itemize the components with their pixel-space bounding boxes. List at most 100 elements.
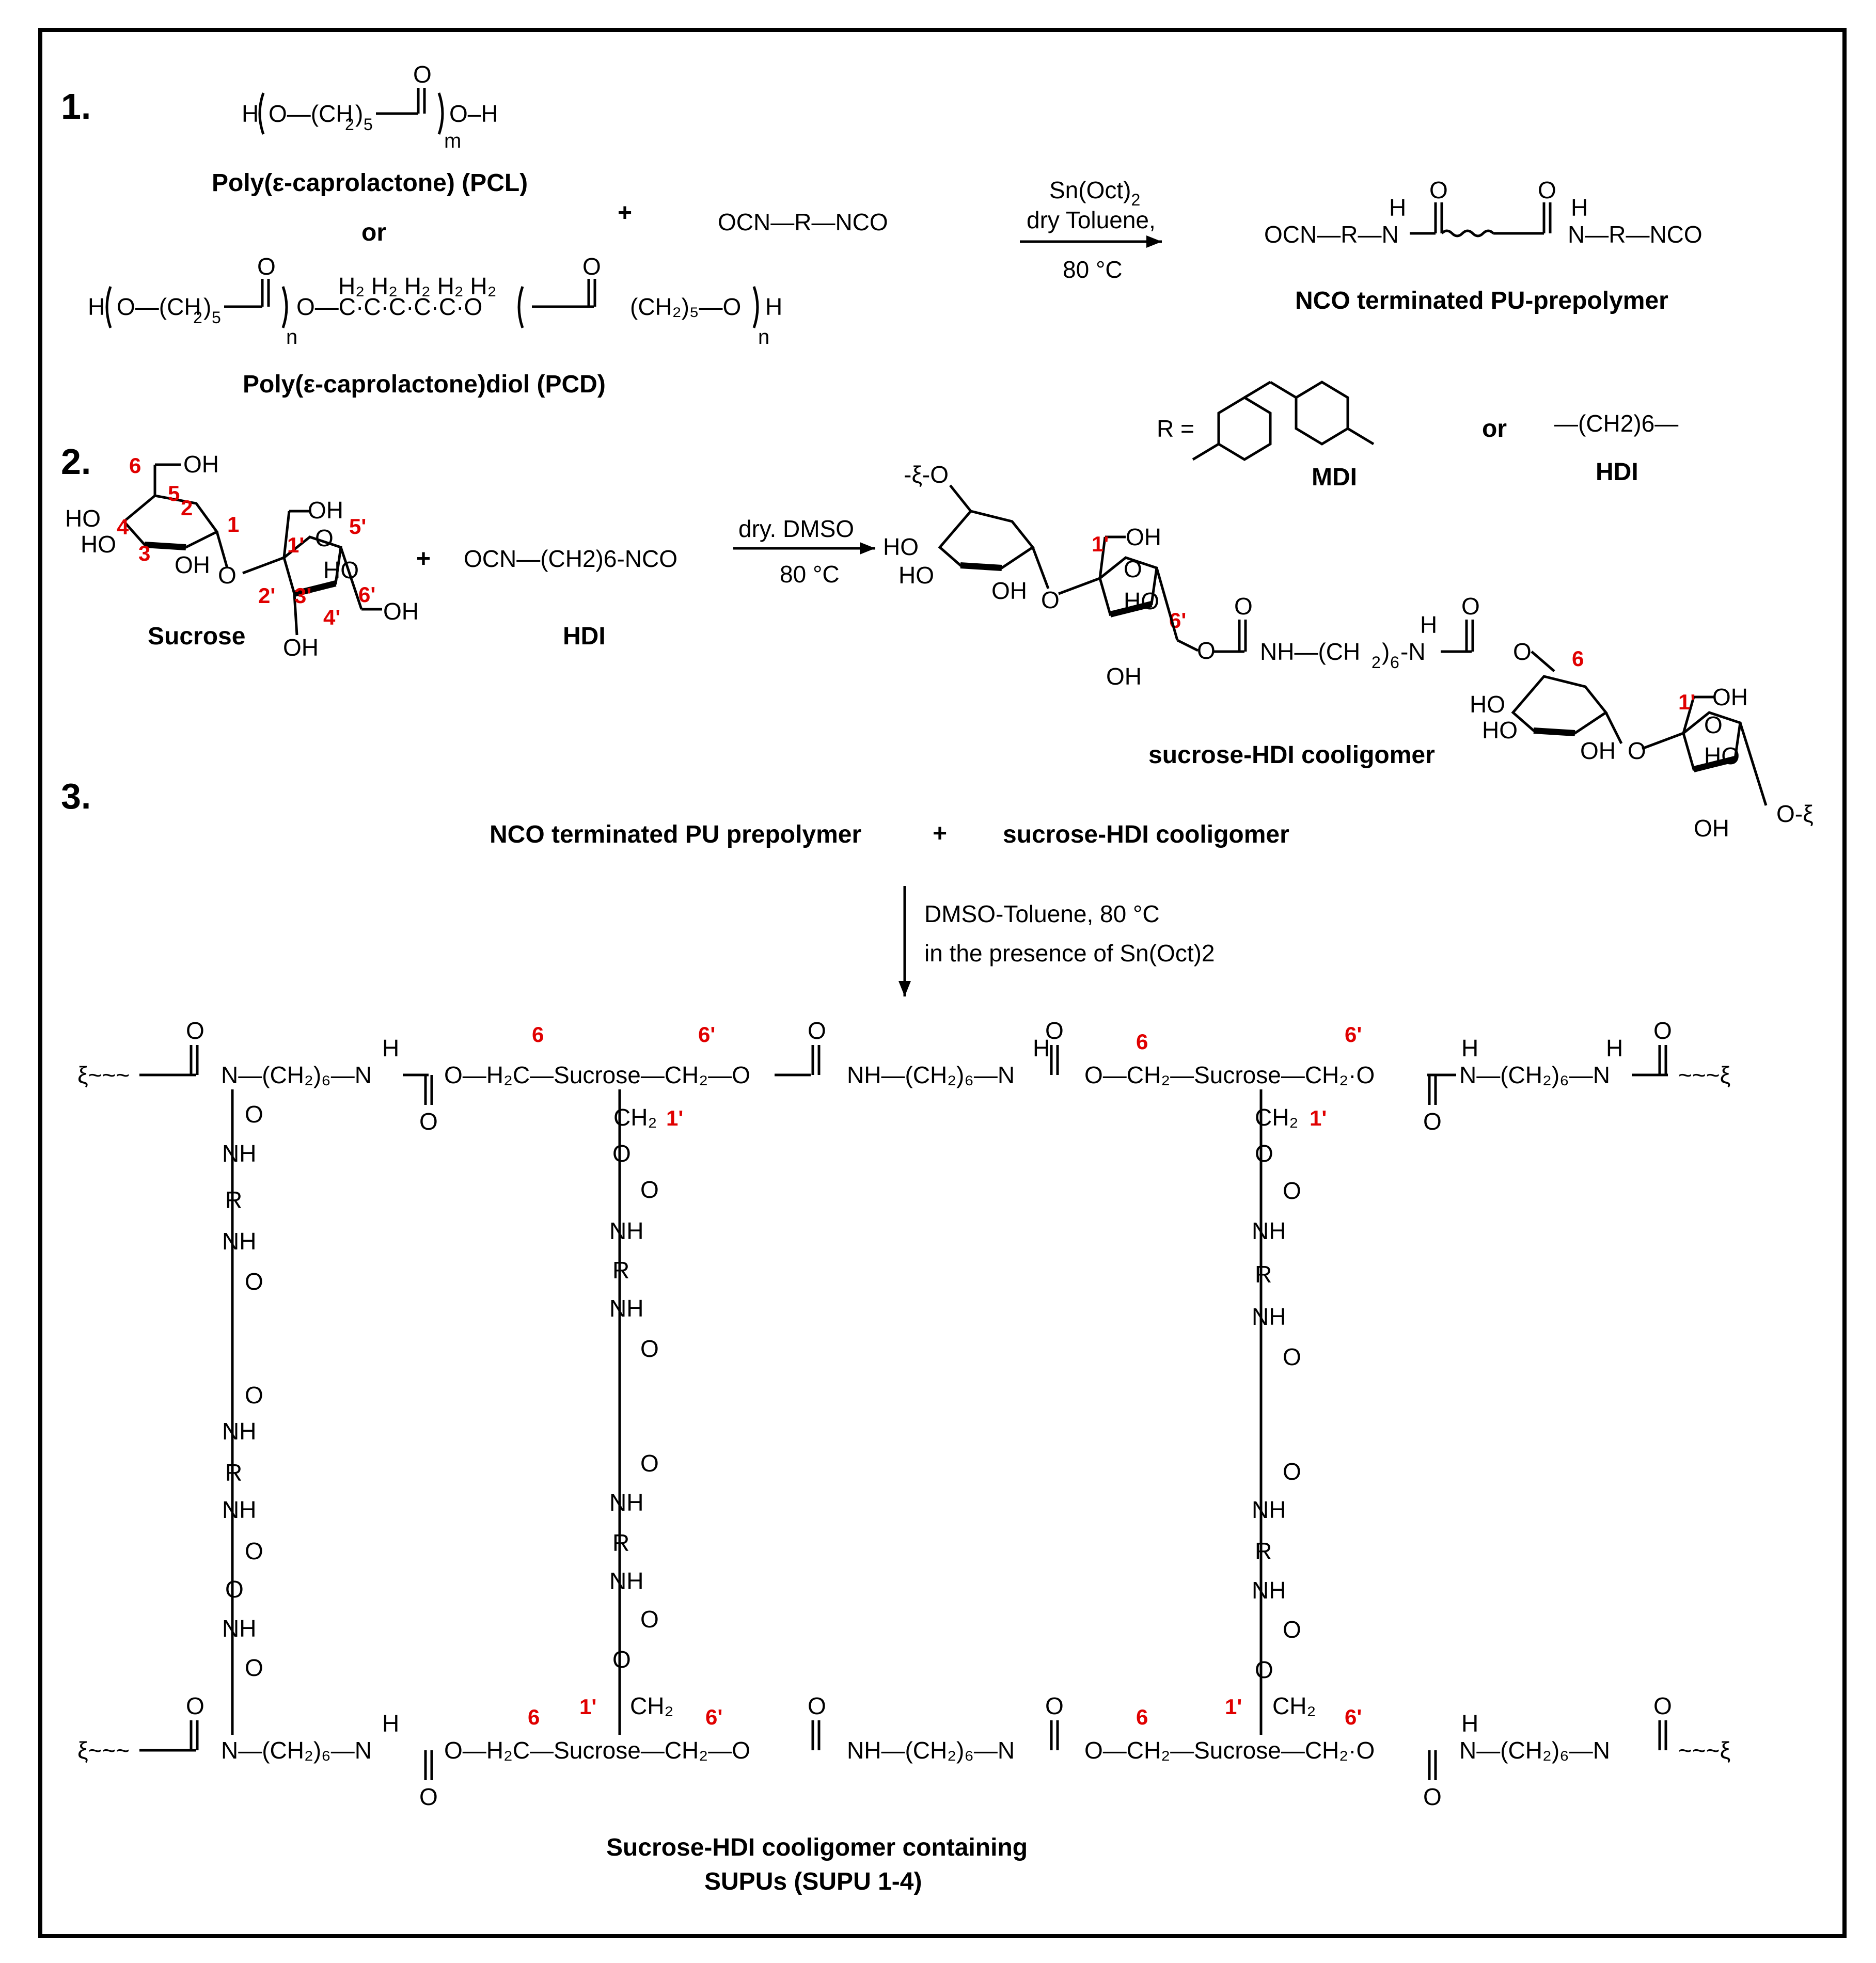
svg-text:O: O <box>1283 1343 1301 1370</box>
svg-text:2: 2 <box>181 496 193 520</box>
svg-text:HO: HO <box>898 562 934 589</box>
svg-text:6: 6 <box>1390 653 1399 672</box>
step-1-solvent: dry Toluene, <box>1027 207 1156 233</box>
svg-text:O—CH₂—Sucrose—CH₂·O: O—CH₂—Sucrose—CH₂·O <box>1084 1062 1375 1088</box>
svg-text:OH: OH <box>991 577 1027 604</box>
svg-text:NH—(CH₂)₆—N: NH—(CH₂)₆—N <box>847 1062 1015 1088</box>
svg-text:O: O <box>640 1335 659 1362</box>
svg-text:H: H <box>1033 1035 1050 1062</box>
svg-text:OH: OH <box>1694 815 1729 842</box>
svg-text:NH: NH <box>609 1568 643 1594</box>
svg-text:HO: HO <box>1124 588 1159 614</box>
svg-text:1': 1' <box>287 533 304 557</box>
svg-text:1': 1' <box>1092 532 1109 556</box>
svg-text:O: O <box>245 1382 263 1408</box>
svg-text:N—R—NCO: N—R—NCO <box>1568 221 1702 248</box>
svg-text:O: O <box>1423 1108 1442 1135</box>
svg-text:HO: HO <box>883 533 919 560</box>
svg-text:NH: NH <box>1252 1303 1286 1330</box>
step-2-arrow <box>733 542 875 555</box>
svg-text:NH—(CH₂)₆—N: NH—(CH₂)₆—N <box>847 1737 1015 1764</box>
mdi-label: MDI <box>1312 464 1357 491</box>
step-1-arrow <box>1020 235 1162 248</box>
svg-text:O: O <box>1423 1783 1442 1810</box>
svg-text:O—(CH: O—(CH <box>269 100 353 127</box>
step-3-conditions-2: in the presence of Sn(Oct)2 <box>924 940 1215 967</box>
svg-text:O: O <box>257 253 276 280</box>
svg-text:1': 1' <box>1678 690 1695 714</box>
step-2-temperature: 80 °C <box>780 561 840 588</box>
svg-text:HO: HO <box>323 557 359 583</box>
svg-text:NH: NH <box>222 1615 256 1642</box>
cooligomer-structure: -ξ-O HO HO OH O OH 1' O HO 6' OH O O NH—… <box>883 461 1814 842</box>
svg-text:n: n <box>758 326 769 349</box>
pcd-name: Poly(ε-caprolactone)diol (PCD) <box>243 371 606 398</box>
svg-text:R: R <box>225 1459 242 1486</box>
svg-text:H: H <box>1571 194 1588 221</box>
svg-text:H: H <box>765 293 782 320</box>
svg-text:NH: NH <box>222 1496 256 1523</box>
hdi-label: HDI <box>563 623 606 650</box>
or-label: or <box>361 219 386 246</box>
or-label-2: or <box>1482 415 1507 442</box>
svg-text:6: 6 <box>129 453 141 478</box>
svg-text:6': 6' <box>358 582 375 607</box>
svg-text:4: 4 <box>117 515 129 539</box>
svg-text:O: O <box>808 1692 826 1719</box>
svg-text:O: O <box>245 1268 263 1295</box>
svg-text:N—(CH₂)₆—N: N—(CH₂)₆—N <box>1459 1062 1610 1088</box>
svg-text:6: 6 <box>528 1705 540 1729</box>
svg-text:O: O <box>1704 711 1723 738</box>
pcl-name: Poly(ε-caprolactone) (PCL) <box>212 169 528 197</box>
step-3-reactant-1: NCO terminated PU prepolymer <box>490 821 861 848</box>
svg-text:m: m <box>444 130 461 152</box>
svg-text:N—(CH₂)₆—N: N—(CH₂)₆—N <box>1459 1737 1610 1764</box>
svg-text:O: O <box>245 1654 263 1681</box>
svg-text:1': 1' <box>666 1106 683 1130</box>
figure-frame <box>38 28 1847 1938</box>
sucrose-structure: OH HO HO OH O OH O HO OH OH 6 5 4 3 2 1 … <box>65 451 419 661</box>
svg-text:NH: NH <box>222 1418 256 1445</box>
svg-text:5: 5 <box>168 481 180 505</box>
svg-text:HO: HO <box>1482 717 1518 743</box>
svg-text:(CH₂)₅—O: (CH₂)₅—O <box>630 293 741 320</box>
svg-text:O—H₂C—Sucrose—CH₂—O: O—H₂C—Sucrose—CH₂—O <box>444 1737 750 1764</box>
svg-text:R: R <box>1255 1538 1272 1564</box>
svg-text:NH: NH <box>609 1217 643 1244</box>
svg-text:O: O <box>640 1450 659 1477</box>
svg-text:1: 1 <box>227 512 239 536</box>
svg-text:H: H <box>88 293 105 320</box>
svg-text:NH: NH <box>1252 1217 1286 1244</box>
plus-2: + <box>416 545 431 573</box>
svg-text:3': 3' <box>294 583 311 608</box>
svg-text:5': 5' <box>349 514 366 539</box>
step-1-number: 1. <box>61 86 91 126</box>
svg-text:OH: OH <box>1126 524 1161 550</box>
svg-text:O: O <box>1045 1692 1064 1719</box>
svg-text:O: O <box>1513 638 1532 665</box>
pu-prepolymer-name: NCO terminated PU-prepolymer <box>1295 287 1668 314</box>
svg-text:NH: NH <box>1252 1496 1286 1523</box>
svg-text:N—(CH₂)₆—N: N—(CH₂)₆—N <box>221 1062 372 1088</box>
svg-text:): ) <box>355 100 363 127</box>
svg-text:O: O <box>225 1576 244 1603</box>
svg-text:O: O <box>315 525 334 551</box>
svg-text:1': 1' <box>579 1695 596 1719</box>
svg-text:2': 2' <box>258 583 275 608</box>
svg-text:5: 5 <box>212 308 221 327</box>
svg-text:O: O <box>1045 1017 1064 1044</box>
svg-text:O: O <box>1283 1177 1301 1204</box>
svg-text:1': 1' <box>1225 1695 1242 1719</box>
svg-text:CH₂: CH₂ <box>613 1104 657 1131</box>
svg-text:6: 6 <box>1572 646 1584 671</box>
svg-text:6: 6 <box>1136 1705 1148 1729</box>
svg-text:R: R <box>612 1257 629 1284</box>
svg-text:O: O <box>1653 1017 1672 1044</box>
svg-text:O: O <box>1041 587 1060 613</box>
svg-text:N—(CH₂)₆—N: N—(CH₂)₆—N <box>221 1737 372 1764</box>
svg-text:3: 3 <box>138 541 150 565</box>
svg-text:O: O <box>419 1108 438 1135</box>
svg-text:O: O <box>808 1017 826 1044</box>
svg-text:NH: NH <box>222 1228 256 1255</box>
svg-text:NH: NH <box>609 1295 643 1322</box>
